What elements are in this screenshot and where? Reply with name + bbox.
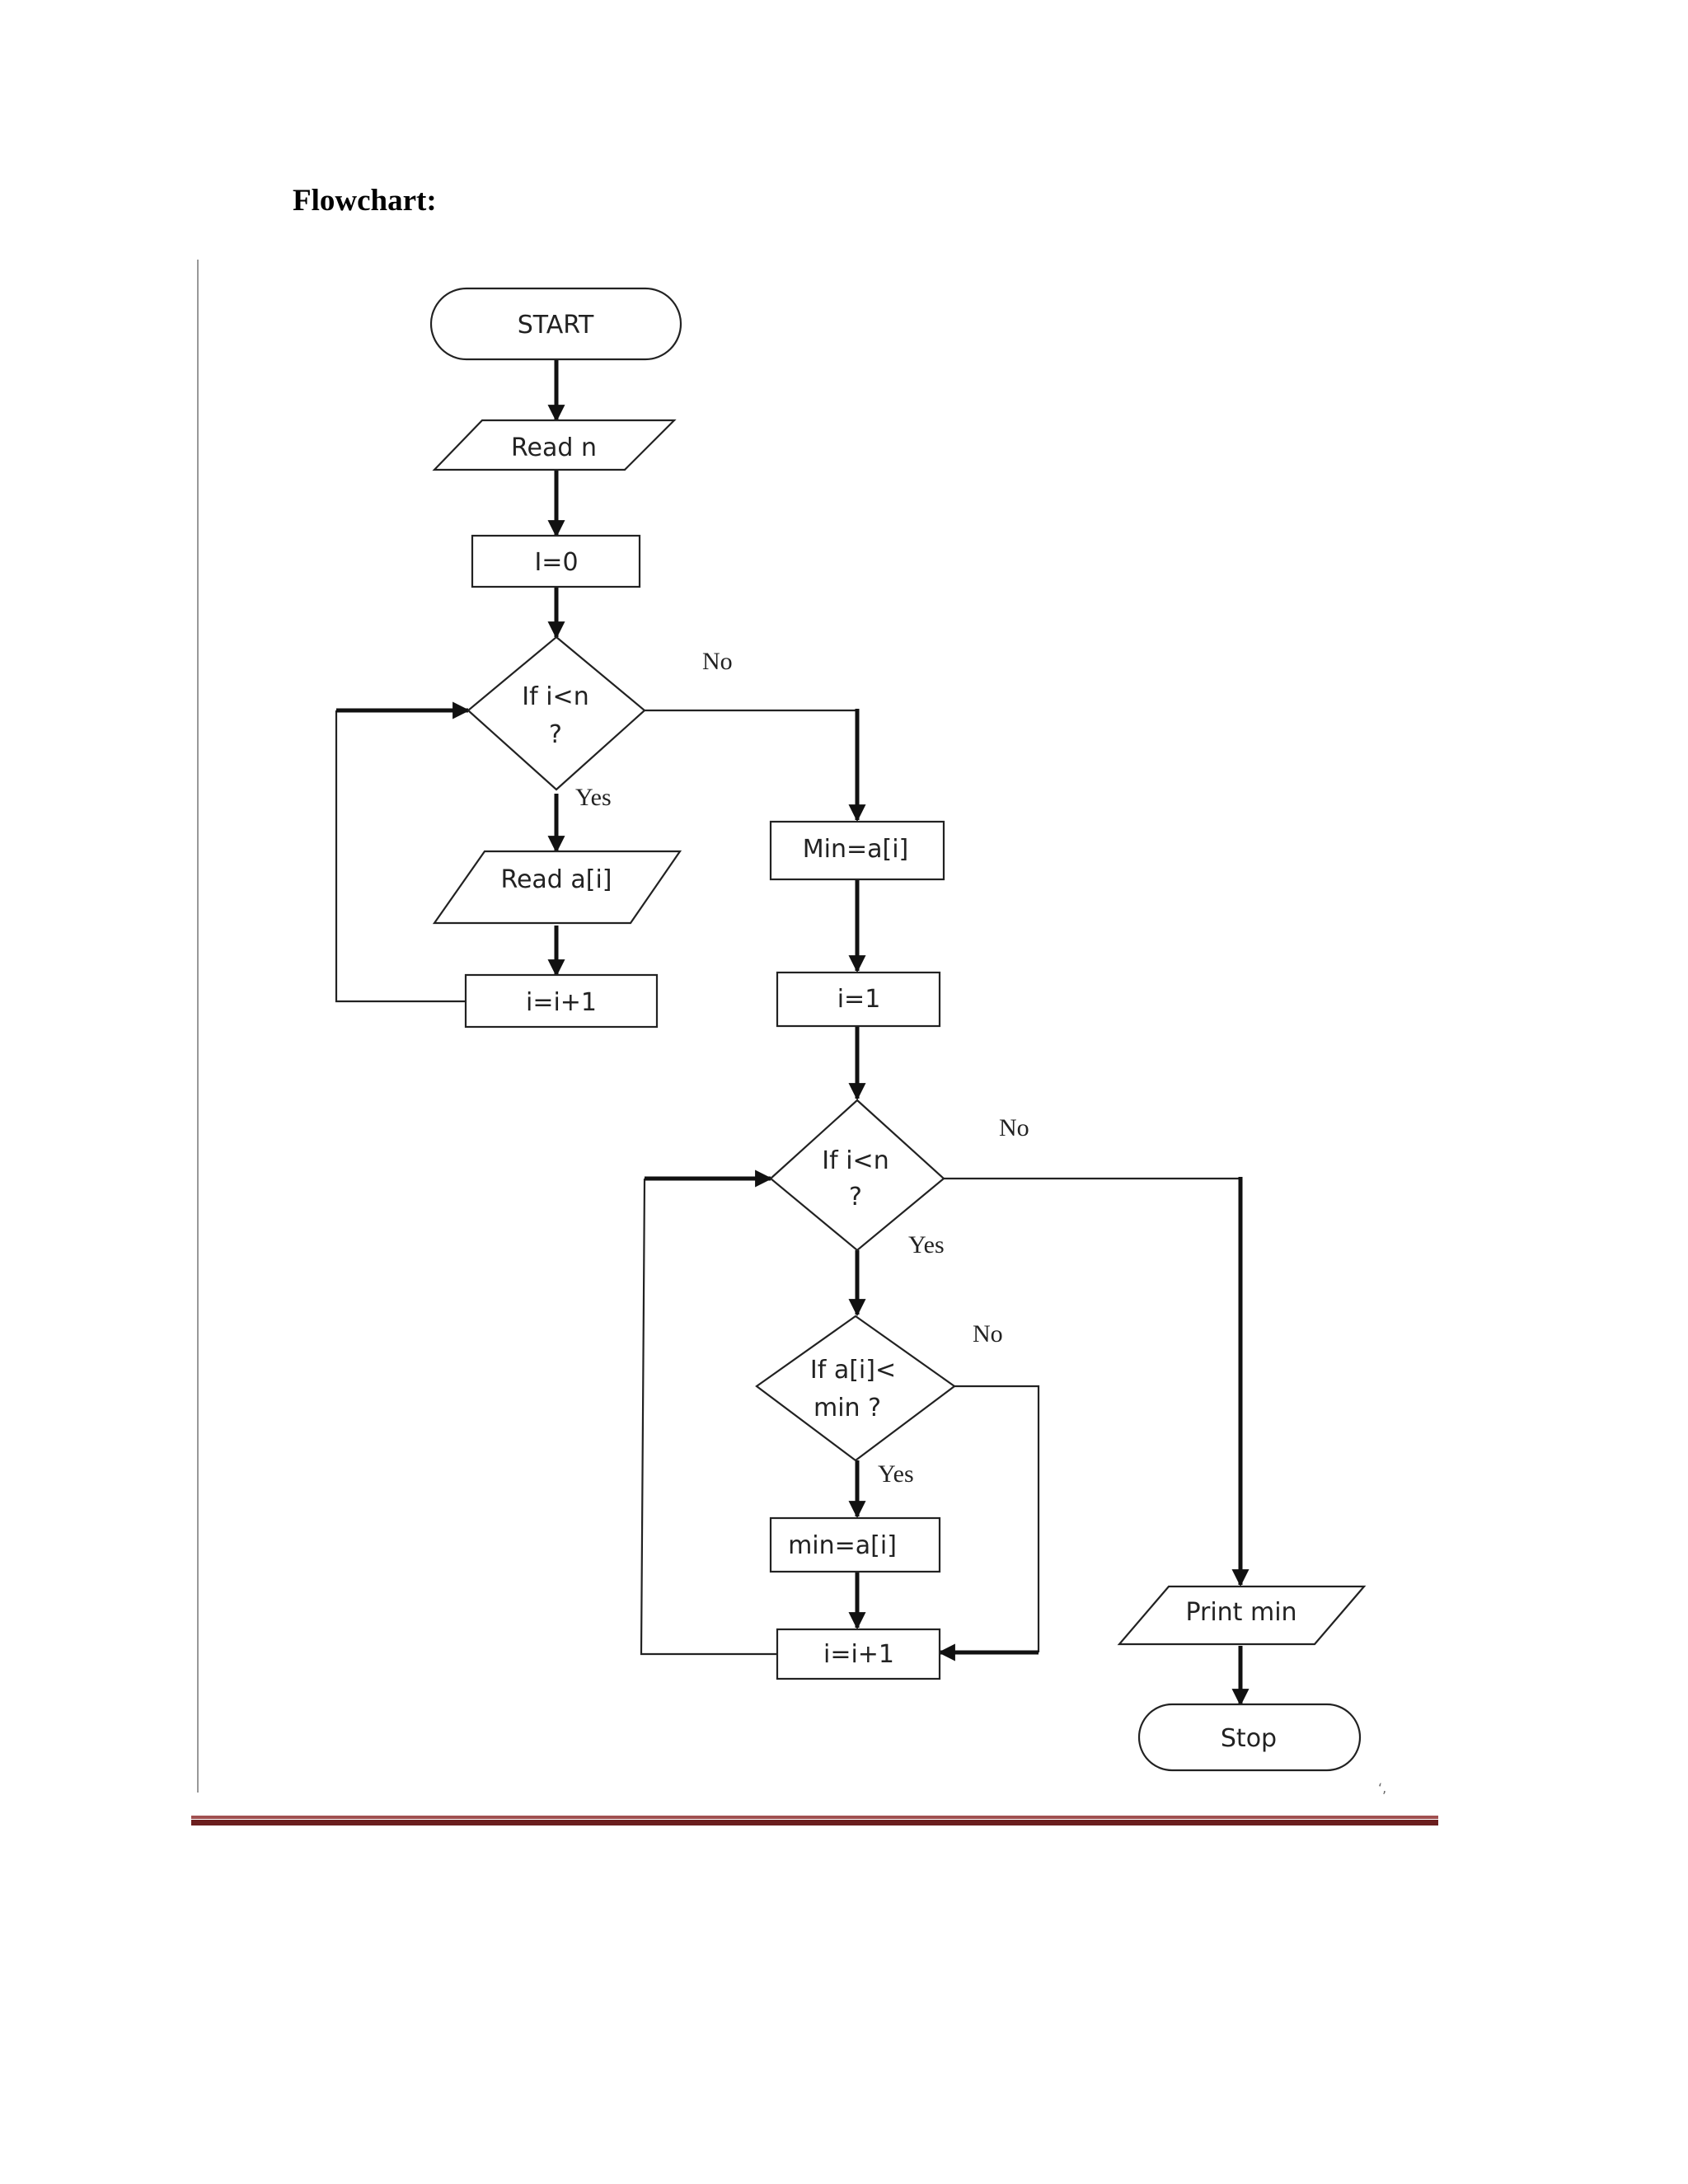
- i-one-process: [776, 971, 941, 1028]
- stop-terminator: [1137, 1703, 1362, 1772]
- stop-label: Stop: [1221, 1724, 1277, 1753]
- read-n-label: Read n: [511, 434, 597, 462]
- cond3-yes-label: Yes: [878, 1460, 914, 1488]
- inc1-label: i=i+1: [526, 988, 597, 1017]
- i-one-label: i=1: [837, 985, 881, 1014]
- cond1-no-label: No: [702, 648, 733, 675]
- corner-mark: ‘,: [1378, 1780, 1386, 1796]
- min-update-process: [769, 1516, 941, 1573]
- cond2-yes-label: Yes: [908, 1231, 945, 1258]
- cond1-yes-label: Yes: [575, 784, 612, 811]
- start-terminator: [429, 287, 682, 361]
- edge-cond3-no: [954, 1385, 1040, 1652]
- cond2-label-line1: If i<n: [822, 1146, 889, 1175]
- min-update-label: min=a[i]: [788, 1531, 897, 1560]
- connectors: [335, 360, 1250, 1707]
- cond3-label-line2: min ?: [814, 1394, 881, 1422]
- min-init-label: Min=a[i]: [803, 835, 909, 864]
- print-min-io: [1117, 1585, 1367, 1646]
- init-i-process: [471, 534, 641, 588]
- cond1-label-line1: If i<n: [522, 682, 588, 711]
- cond3-label-line1: If a[i]<: [810, 1356, 896, 1385]
- edge-loop1-back: [335, 710, 466, 1003]
- print-min-label: Print min: [1185, 1598, 1296, 1627]
- edge-labels: No Yes No Yes No Yes: [575, 648, 1029, 1488]
- footer-rule: [191, 1816, 1438, 1825]
- cond3-decision: [755, 1315, 956, 1462]
- read-n-io: [432, 419, 677, 471]
- nodes: START Read n I=0 If i<n ? Read a[i] i=i+…: [429, 287, 1367, 1772]
- start-label: START: [518, 311, 594, 340]
- edge-loop2-back: [640, 1178, 777, 1656]
- init-i-label: I=0: [534, 548, 578, 577]
- inc2-process: [776, 1628, 941, 1680]
- footer-rule-top: [191, 1816, 1438, 1819]
- inc1-process: [464, 973, 659, 1029]
- min-init-process: [769, 820, 945, 881]
- cond2-label-line2: ?: [849, 1183, 862, 1212]
- footer-rule-main: [191, 1820, 1438, 1825]
- read-ai-io: [432, 850, 682, 925]
- read-ai-label: Read a[i]: [500, 865, 612, 894]
- cond1-label-line2: ?: [549, 720, 562, 749]
- cond3-no-label: No: [973, 1320, 1003, 1347]
- inc2-label: i=i+1: [823, 1640, 894, 1669]
- cond2-decision: [769, 1099, 945, 1252]
- flowchart-heading: Flowchart:: [293, 184, 437, 218]
- cond2-no-label: No: [999, 1114, 1029, 1141]
- cond1-decision: [467, 635, 646, 791]
